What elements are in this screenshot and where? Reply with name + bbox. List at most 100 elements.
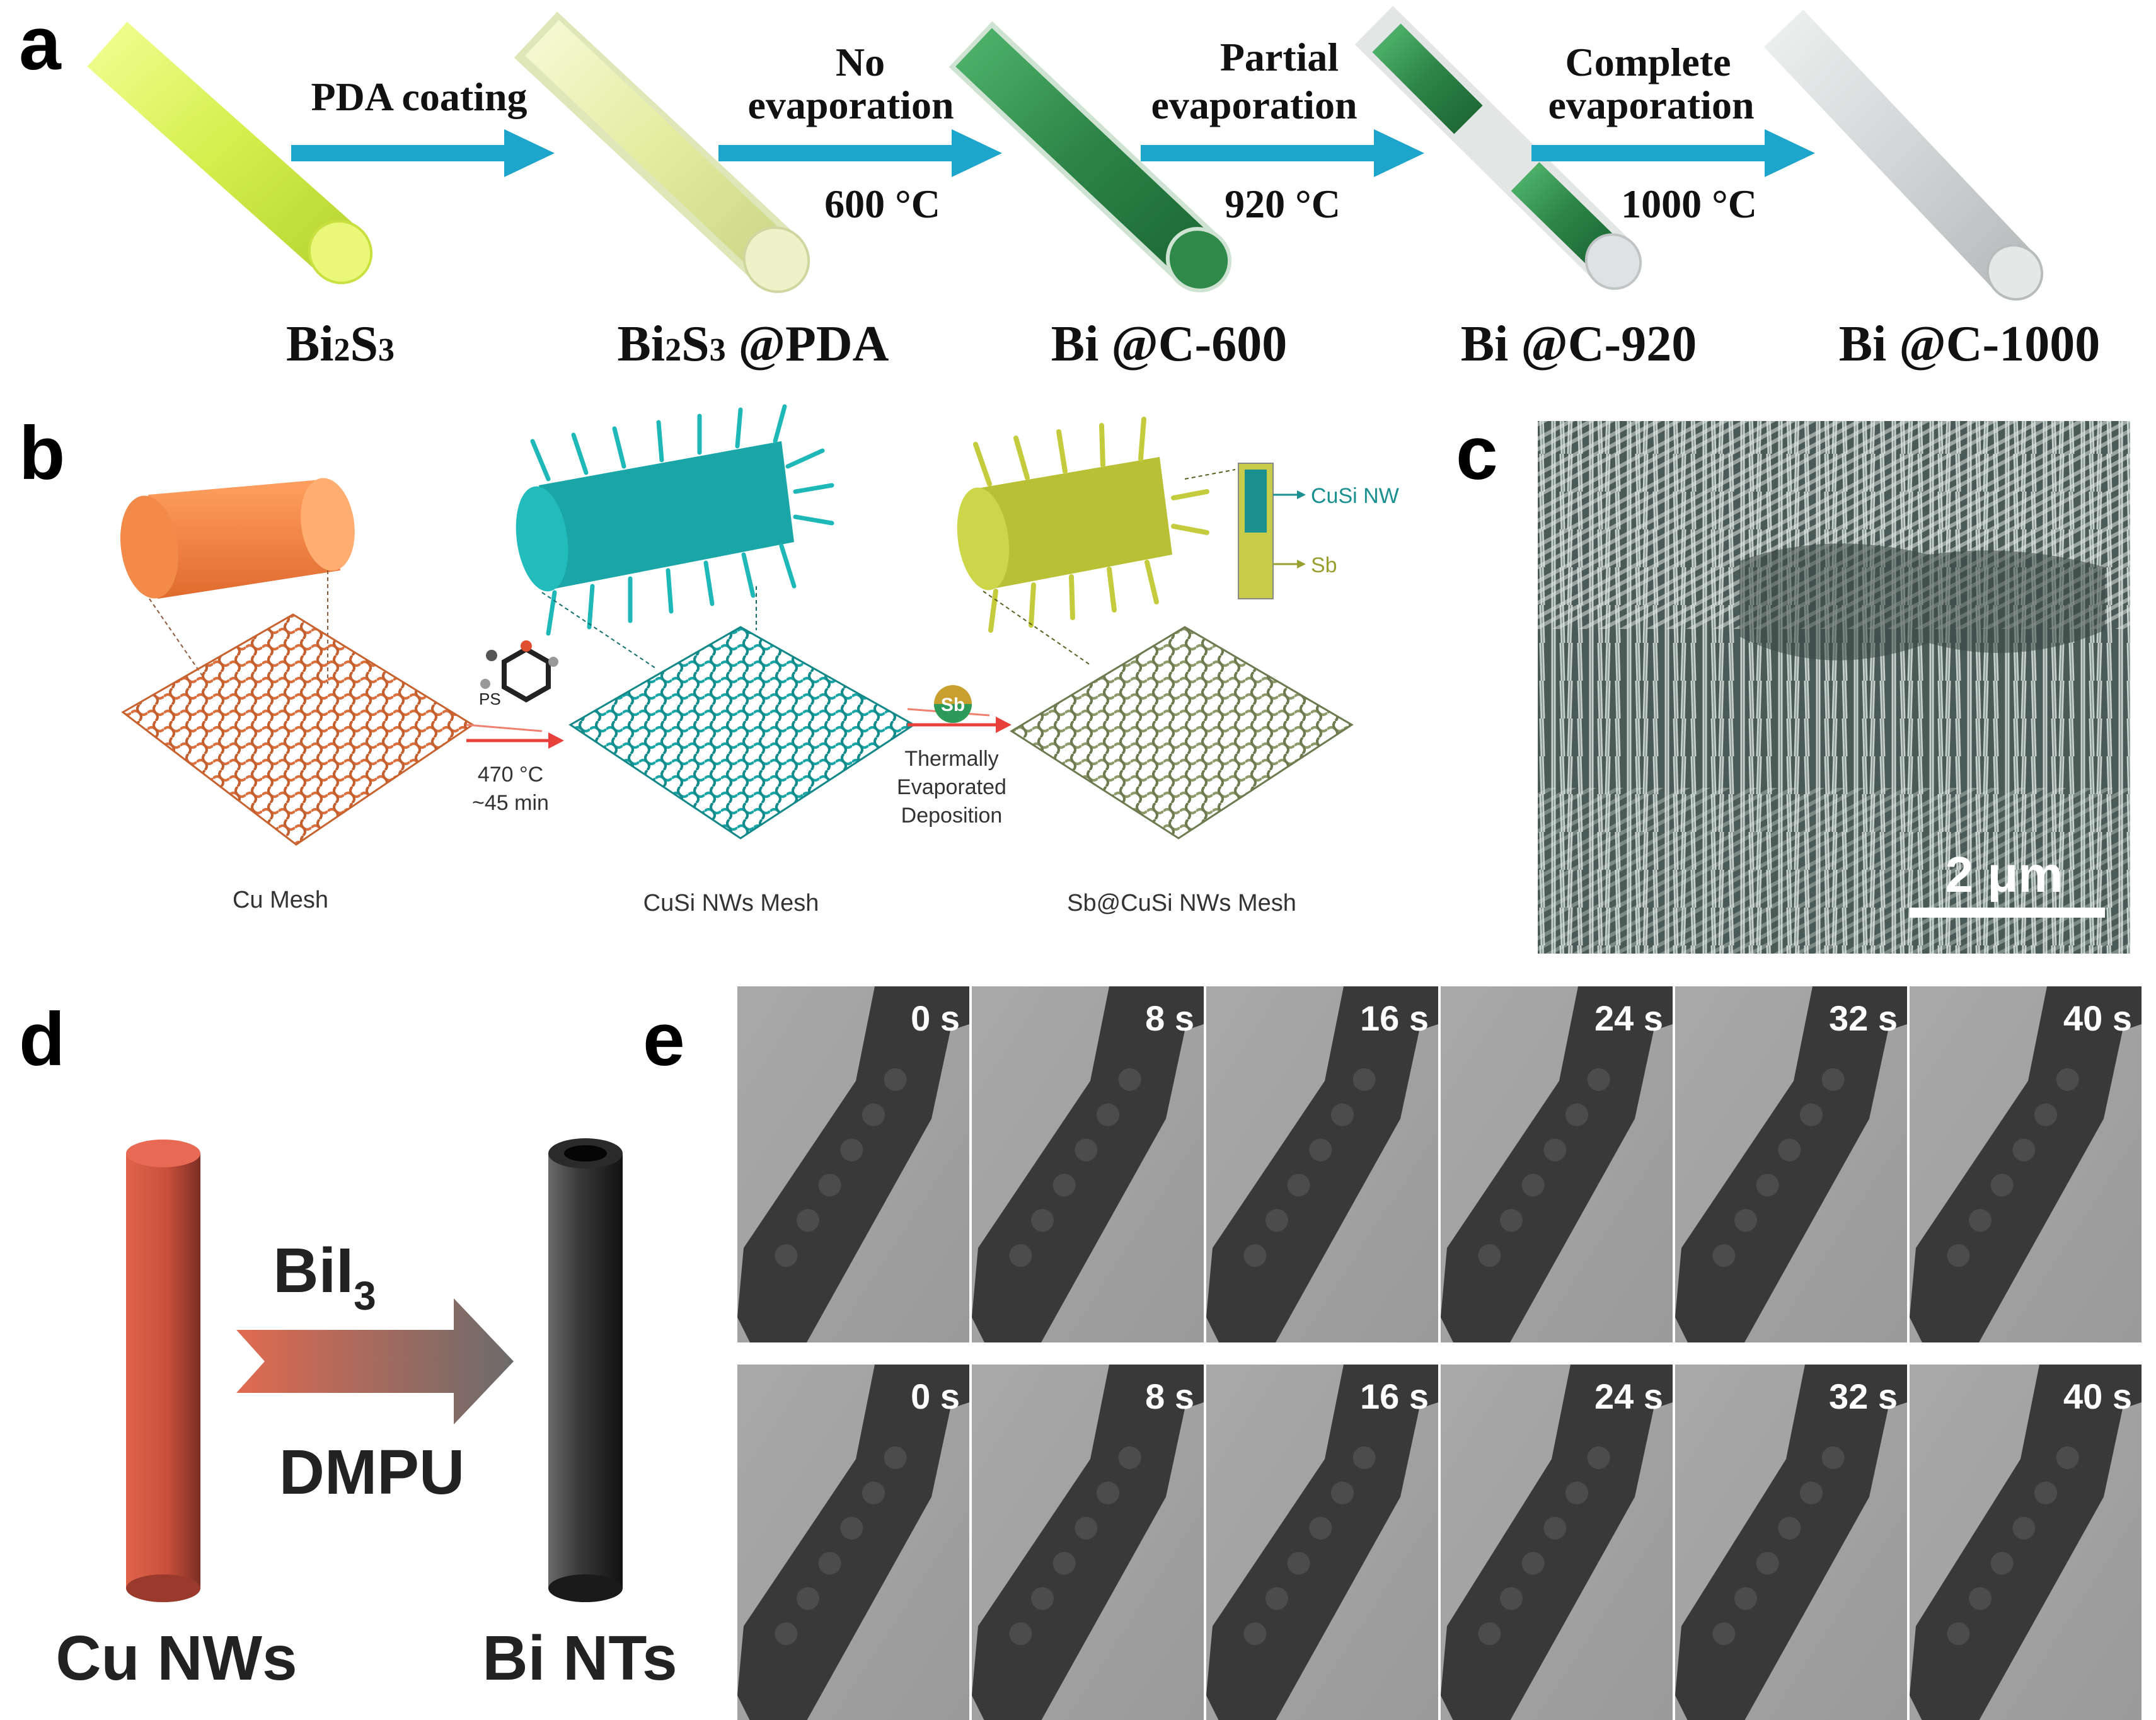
tem-contrast-spot <box>1097 1103 1119 1126</box>
tem-contrast-spot <box>1947 1622 1970 1646</box>
tem-contrast-spot <box>1500 1209 1523 1232</box>
tem-contrast-spot <box>1821 1068 1845 1091</box>
tem-contrast-spot <box>1478 1622 1501 1646</box>
inset-label-cusi-nw: CuSi NW <box>1311 484 1399 508</box>
sb-badge-label: Sb <box>941 695 965 715</box>
tem-time-label: 0 s <box>911 1377 960 1416</box>
tem-contrast-spot <box>1031 1209 1054 1232</box>
arrow-a2 <box>718 129 1002 177</box>
tem-time-label: 8 s <box>1145 1377 1194 1416</box>
tem-contrast-spot <box>1287 1174 1310 1197</box>
tem-time-label: 40 s <box>2063 998 2132 1038</box>
tem-frame: 24 s <box>1441 1365 1673 1720</box>
product-bi2s3-pda: Bi2S3 @PDA <box>618 316 889 372</box>
tem-contrast-spot <box>2034 1103 2057 1126</box>
panel-letter-b: b <box>19 411 65 495</box>
sb-cusi-mesh <box>1010 626 1354 840</box>
panel-a: a <box>19 1 2100 372</box>
mesh-label-cu: Cu Mesh <box>233 887 328 913</box>
panel-letter-d: d <box>19 997 65 1082</box>
mesh-label-cusi: CuSi NWs Mesh <box>643 890 819 916</box>
tem-contrast-spot <box>1990 1174 2014 1197</box>
tem-contrast-spot <box>1500 1587 1523 1610</box>
solvent-dmpu: DMPU <box>279 1437 464 1508</box>
tem-contrast-spot <box>1969 1587 1992 1610</box>
rod-bi2s3 <box>87 21 373 284</box>
cu-mesh <box>121 613 475 846</box>
tem-frame: 32 s <box>1675 986 1907 1342</box>
arrow-a1 <box>291 129 555 177</box>
tem-time-label: 16 s <box>1360 1377 1429 1416</box>
tem-time-label: 0 s <box>911 998 960 1038</box>
tem-frame: 32 s <box>1675 1365 1907 1720</box>
tem-contrast-spot <box>818 1552 841 1575</box>
tem-contrast-spot <box>797 1209 819 1232</box>
sem-image <box>1538 421 2130 954</box>
step2-line1: Thermally <box>904 747 998 771</box>
cusi-mesh <box>568 626 916 840</box>
panel-b: b Cu Mesh PS 470 °C ~45 min <box>19 404 1399 916</box>
product-bi-c-600: Bi @C-600 <box>1051 316 1287 372</box>
rod-bi-c-920 <box>1354 6 1642 290</box>
tem-time-label: 24 s <box>1594 1377 1663 1416</box>
tem-contrast-spot <box>884 1068 907 1091</box>
step1-temp: 470 °C <box>478 763 543 787</box>
tem-frame: 16 s <box>1206 986 1438 1342</box>
tem-contrast-spot <box>1565 1481 1588 1504</box>
tem-contrast-spot <box>884 1446 907 1469</box>
tem-contrast-spot <box>1734 1209 1757 1232</box>
panel-d: d BiI3 DMPU Cu NWs Bi NTs <box>19 997 677 1694</box>
tem-contrast-spot <box>1352 1446 1376 1469</box>
molecule-icon: PS <box>479 640 558 708</box>
tem-time-label: 40 s <box>2063 1377 2132 1416</box>
molecule-ps-label: PS <box>479 690 501 708</box>
tem-frame: 0 s <box>737 986 969 1342</box>
tem-contrast-spot <box>1075 1138 1098 1162</box>
tem-contrast-spot <box>1331 1481 1354 1504</box>
tem-contrast-spot <box>1543 1516 1567 1540</box>
step1-arrow <box>466 724 564 749</box>
tem-contrast-spot <box>2012 1516 2036 1540</box>
step-label-partial: Partial <box>1220 35 1339 79</box>
tem-contrast-spot <box>1565 1103 1588 1126</box>
tem-time-label: 8 s <box>1145 998 1194 1038</box>
rod-bi2s3-pda <box>514 11 810 293</box>
sb-badge-icon: Sb <box>934 685 972 723</box>
inset-label-sb: Sb <box>1311 553 1337 577</box>
rod-bi-c-1000 <box>1763 9 2044 301</box>
panel-letter-e: e <box>643 997 685 1082</box>
tem-contrast-spot <box>1097 1481 1119 1504</box>
tem-contrast-spot <box>797 1587 819 1610</box>
tem-contrast-spot <box>1478 1244 1501 1267</box>
tem-contrast-spot <box>1734 1587 1757 1610</box>
tem-contrast-spot <box>1778 1138 1801 1162</box>
cu-nanowire-rod <box>126 1140 200 1602</box>
tem-contrast-spot <box>2034 1481 2057 1504</box>
tem-contrast-spot <box>1031 1587 1054 1610</box>
tem-contrast-spot <box>1352 1068 1376 1091</box>
step-temp-920: 920 °C <box>1225 182 1340 226</box>
sb-cusi-wire <box>957 417 1236 666</box>
inset-tube: CuSi NW Sb <box>1238 463 1399 599</box>
tem-contrast-spot <box>775 1244 798 1267</box>
tem-contrast-spot <box>2012 1138 2036 1162</box>
step-temp-600: 600 °C <box>824 182 940 226</box>
tem-frame: 24 s <box>1441 986 1673 1342</box>
tem-contrast-spot <box>1309 1516 1332 1540</box>
conversion-arrow <box>236 1298 514 1424</box>
step-label-complete: Complete <box>1565 40 1731 84</box>
tem-frame: 40 s <box>1910 986 2142 1342</box>
tem-contrast-spot <box>1309 1138 1332 1162</box>
tem-frame: 40 s <box>1910 1365 2142 1720</box>
tem-time-label: 16 s <box>1360 998 1429 1038</box>
tem-contrast-spot <box>1009 1622 1032 1646</box>
tem-contrast-spot <box>1947 1244 1970 1267</box>
mesh-label-sb-cusi: Sb@CuSi NWs Mesh <box>1067 890 1296 916</box>
tem-contrast-spot <box>1052 1174 1076 1197</box>
tem-contrast-spot <box>1756 1552 1779 1575</box>
tem-contrast-spot <box>1800 1103 1823 1126</box>
tem-contrast-spot <box>1778 1516 1801 1540</box>
